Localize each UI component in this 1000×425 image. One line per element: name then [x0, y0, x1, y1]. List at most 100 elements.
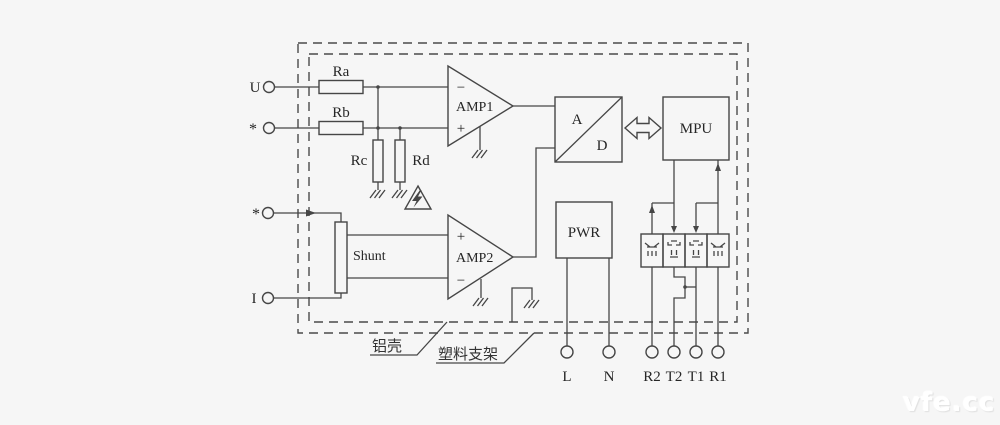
input-terminal-u: U [250, 80, 319, 96]
aluminum-shell-leader [370, 321, 448, 356]
optocoupler-row [640, 233, 730, 268]
aluminum-shell-label: 铝壳 [372, 337, 402, 355]
mpu-branch-wire-right [695, 202, 718, 230]
amp2-amplifier: + AMP2 − [447, 147, 555, 307]
enclosure-callouts: 铝壳 塑料支架 [370, 321, 535, 364]
input-terminal-star2: * [252, 206, 342, 223]
optocoupler-1-box [640, 233, 664, 268]
pwr-box [555, 201, 613, 259]
amp1-amplifier: − AMP1 + [447, 64, 555, 159]
junction-dot [683, 285, 687, 289]
terminal-i-wire [273, 293, 342, 299]
amp2-ground-icon [472, 297, 489, 307]
terminal-r2-pin [645, 345, 659, 359]
arrow-down-icon [693, 226, 699, 233]
terminal-r2-label: R2 [643, 369, 661, 385]
amp2-triangle [447, 213, 515, 301]
terminal-i-label: I [252, 291, 257, 307]
outer-enclosure-plastic-bracket-outline [297, 42, 749, 334]
shell-ground-wire [511, 287, 533, 322]
terminal-t1-label: T1 [688, 369, 705, 385]
terminal-l-pin [560, 345, 574, 359]
terminal-l-label: L [562, 369, 571, 385]
lightning-bolt-icon [412, 190, 423, 208]
input-terminal-star1: * [249, 121, 319, 138]
mpu-block: MPU [662, 96, 730, 161]
junction-dot [376, 85, 380, 89]
terminal-t2-pin [667, 345, 681, 359]
mpu-box [662, 96, 730, 161]
t2-wire-zigzag [673, 267, 686, 346]
pwr-label: PWR [568, 225, 601, 241]
phototriac-icon [644, 242, 660, 256]
amp2-pos-input-label: + [457, 229, 465, 245]
amp1-ground-icon [471, 149, 488, 159]
terminal-n-pin [602, 345, 616, 359]
shock-hazard-warning [403, 184, 433, 210]
amp2-neg-input-label: − [457, 273, 465, 289]
arrow-up-icon [649, 205, 655, 213]
arrow-down-icon [671, 226, 677, 233]
optocoupler-4-box [706, 233, 730, 268]
optocoupler-3-box [684, 233, 708, 268]
terminal-i-pin [261, 291, 275, 305]
current-flow-arrow [306, 209, 316, 217]
phototriac-icon [710, 242, 726, 256]
junction-dot [376, 126, 380, 130]
adc-block: A D [554, 96, 623, 163]
mpu-label: MPU [680, 121, 713, 137]
terminal-t2-label: T2 [666, 369, 683, 385]
warning-triangle-icon [403, 184, 433, 210]
mpu-branch-wire-left [651, 202, 674, 234]
plastic-bracket-label: 塑料支架 [438, 345, 498, 363]
amp1-neg-input-label: − [457, 80, 465, 96]
terminal-r1-label: R1 [709, 369, 727, 385]
shunt-label: Shunt [353, 249, 386, 264]
amp2-label: AMP2 [456, 251, 493, 266]
bottom-terminals: L N R2 T2 T1 R1 [560, 345, 727, 385]
resistor-rc [372, 139, 384, 183]
bidirectional-bus-arrow-icon [623, 115, 663, 141]
terminal-star1-pin [262, 121, 276, 135]
optocoupler-2-box [662, 233, 686, 268]
resistor-rb-label: Rb [332, 105, 350, 121]
led-emitter-icon [689, 240, 703, 258]
voltage-input-network: Ra Rb Rc Rd [318, 64, 448, 199]
adc-box [554, 96, 623, 163]
resistor-rd [394, 139, 406, 183]
terminal-r1-pin [711, 345, 725, 359]
input-terminal-i: I [252, 291, 342, 307]
opto-output-wiring [651, 267, 719, 346]
arrow-up-icon [715, 163, 721, 171]
terminal-t1-pin [689, 345, 703, 359]
watermark: vfe.cc [903, 388, 996, 418]
shunt-resistor [334, 221, 348, 294]
resistor-ra [318, 79, 364, 95]
plastic-bracket-leader [436, 332, 535, 364]
terminal-star2-pin [261, 206, 275, 220]
rc-ground-icon [369, 189, 386, 199]
terminal-star2-label: * [252, 206, 260, 223]
adc-diagonal [554, 96, 623, 163]
adc-d-label: D [597, 138, 608, 154]
resistor-rd-label: Rd [412, 153, 430, 169]
amp2-output-wire [513, 147, 555, 258]
shell-ground-icon [523, 299, 540, 309]
mpu-opto-wiring [649, 160, 721, 234]
pwr-block: PWR [555, 201, 613, 346]
resistor-ra-label: Ra [333, 64, 350, 80]
rd-ground-icon [391, 189, 408, 199]
adc-a-label: A [572, 112, 583, 128]
terminal-u-label: U [250, 80, 261, 96]
terminal-star2-wire [273, 212, 342, 222]
terminal-u-pin [262, 80, 276, 94]
resistor-rc-label: Rc [351, 153, 368, 169]
shunt-input-network: Shunt [334, 221, 448, 294]
resistor-rb [318, 120, 364, 136]
inner-enclosure-aluminum-shell-outline [308, 53, 738, 323]
terminal-star1-label: * [249, 121, 257, 138]
amp1-pos-input-label: + [457, 121, 465, 137]
terminal-n-label: N [604, 369, 615, 385]
